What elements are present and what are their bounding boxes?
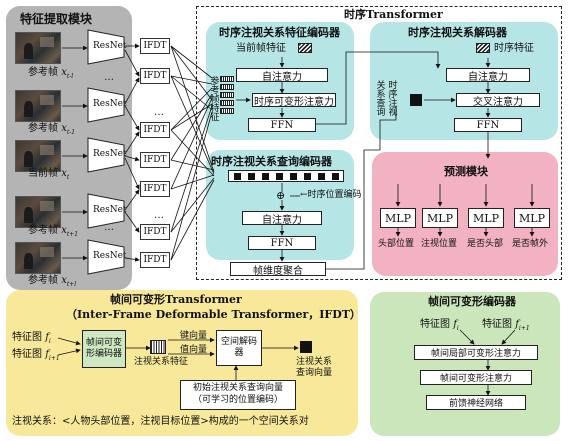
resnet-block: ResNet bbox=[87, 239, 127, 275]
value-vector-label: 值向量 bbox=[180, 345, 208, 355]
decoder-ffn: FFN bbox=[454, 118, 522, 132]
resnet-block: ResNet bbox=[87, 137, 127, 173]
frame-image bbox=[15, 140, 61, 172]
transformer-dashed-frame bbox=[196, 6, 562, 280]
frame-image bbox=[15, 32, 61, 64]
current-frame-feature-icon bbox=[298, 43, 312, 53]
ifdt-panel bbox=[6, 290, 358, 436]
ifdt-box: IFDT bbox=[140, 224, 170, 240]
mlp-box: MLP bbox=[514, 208, 550, 228]
feature-extraction-title: 特征提取模块 bbox=[20, 12, 93, 26]
decoder-cross-attention: 交叉注意力 bbox=[456, 93, 540, 108]
gaze-query-vector-label: 注视关系查询向量 bbox=[296, 357, 333, 378]
key-vector-label: 键向量 bbox=[180, 331, 208, 341]
resnet-block: ResNet bbox=[87, 87, 127, 123]
frame-image bbox=[15, 196, 61, 228]
encoder-self-attention: 自注意力 bbox=[236, 68, 328, 83]
time-feature-icon bbox=[476, 43, 490, 53]
prediction-title: 预测模块 bbox=[444, 165, 488, 178]
gaze-relation-feature-icon bbox=[150, 340, 166, 354]
frame-image bbox=[15, 242, 61, 274]
output-label: 是否头部 bbox=[467, 239, 504, 249]
spatial-decoder: 空间解码器 bbox=[216, 330, 262, 366]
mlp-box: MLP bbox=[468, 208, 504, 228]
frame-label: 参考帧 xt-1 bbox=[28, 123, 76, 136]
init-query-box: 初始注视关系查询向量 （可学习的位置编码） bbox=[180, 380, 296, 410]
feature-map-i1-label: 特征图 fi+1 bbox=[12, 349, 60, 362]
time-feature-label: 时序特征 bbox=[494, 43, 534, 54]
gaze-query-vector-icon bbox=[300, 341, 312, 353]
decoder-title: 时序注视关系解码器 bbox=[408, 26, 507, 39]
mlp-box: MLP bbox=[380, 208, 416, 228]
ellipsis: … bbox=[104, 222, 114, 233]
frame-label: 参考帧 xt+l bbox=[28, 275, 77, 288]
relation-query-icon bbox=[410, 94, 422, 106]
output-label: 注视位置 bbox=[421, 239, 458, 249]
feedforward-network: 前馈神经网络 bbox=[426, 395, 526, 410]
relation-query-label: 关系查询 bbox=[374, 80, 385, 116]
temporal-gaze-label: 时序注视 bbox=[386, 80, 397, 116]
resnet-block: ResNet bbox=[87, 193, 127, 229]
mlp-box: MLP bbox=[422, 208, 458, 228]
query-ffn: FFN bbox=[248, 236, 316, 250]
inter-frame-attention: 帧间可变形注意力 bbox=[420, 370, 532, 385]
ifdt-box: IFDT bbox=[140, 252, 170, 268]
output-label: 是否帧外 bbox=[512, 239, 549, 249]
ellipsis: … bbox=[154, 210, 164, 221]
ellipsis: … bbox=[104, 72, 114, 83]
ifdt-box: IFDT bbox=[140, 68, 170, 84]
ifdt-box: IFDT bbox=[140, 181, 170, 197]
frame-label: 参考帧 xt-l bbox=[28, 67, 74, 80]
ifdt-panel-title: 帧间可变形Transformer bbox=[110, 293, 242, 306]
frame-label: 参考帧 xt+1 bbox=[28, 225, 79, 238]
ifdt-box: IFDT bbox=[140, 152, 170, 168]
gaze-relation-note: 注视关系：<人物头部位置，注视目标位置>构成的一个空间关系对 bbox=[12, 416, 309, 427]
transformer-title: 时序Transformer bbox=[344, 8, 443, 21]
query-sequence bbox=[228, 170, 344, 182]
feature-encoder-title: 时序注视关系特征编码器 bbox=[219, 26, 340, 39]
frame-aggregation: 帧维度聚合 bbox=[230, 262, 326, 277]
encoder-feature-map-i-label: 特征图 fi bbox=[420, 319, 459, 332]
ifdt-panel-subtitle: （Inter-Frame Deformable Transformer，IFDT… bbox=[66, 308, 361, 321]
resnet-block: ResNet bbox=[87, 29, 127, 65]
reference-feature-label: 参考帧特征 bbox=[208, 76, 219, 121]
inter-frame-deformable-encoder: 帧间可变形编码器 bbox=[82, 330, 126, 368]
query-encoder-title: 时序注视关系查询编码器 bbox=[211, 155, 332, 168]
query-self-attention: 自注意力 bbox=[242, 211, 322, 226]
feature-map-i-label: 特征图 fi bbox=[12, 332, 51, 345]
inter-frame-encoder-panel bbox=[370, 292, 560, 436]
frame-image bbox=[15, 90, 61, 122]
ifdt-box: IFDT bbox=[140, 38, 170, 54]
decoder-self-attention: 自注意力 bbox=[446, 68, 530, 83]
frame-label: 当前帧 xt bbox=[28, 168, 70, 181]
current-frame-feature-label: 当前帧特征 bbox=[236, 43, 286, 54]
inter-frame-local-attention: 帧间局部可变形注意力 bbox=[414, 345, 538, 360]
plus-icon: ⊕ bbox=[276, 189, 286, 202]
inter-frame-encoder-title: 帧间可变形编码器 bbox=[428, 295, 516, 308]
ellipsis: … bbox=[154, 107, 164, 118]
encoder-deformable-attention: 时序可变形注意力 bbox=[252, 93, 336, 108]
pos-encoding-label: ←时序位置编码 bbox=[300, 190, 362, 200]
ifdt-box: IFDT bbox=[140, 122, 170, 138]
encoder-ffn: FFN bbox=[248, 118, 316, 132]
gaze-relation-feature-label: 注视关系特征 bbox=[134, 357, 189, 367]
output-label: 头部位置 bbox=[378, 239, 415, 249]
encoder-feature-map-i1-label: 特征图 fi+1 bbox=[482, 319, 530, 332]
